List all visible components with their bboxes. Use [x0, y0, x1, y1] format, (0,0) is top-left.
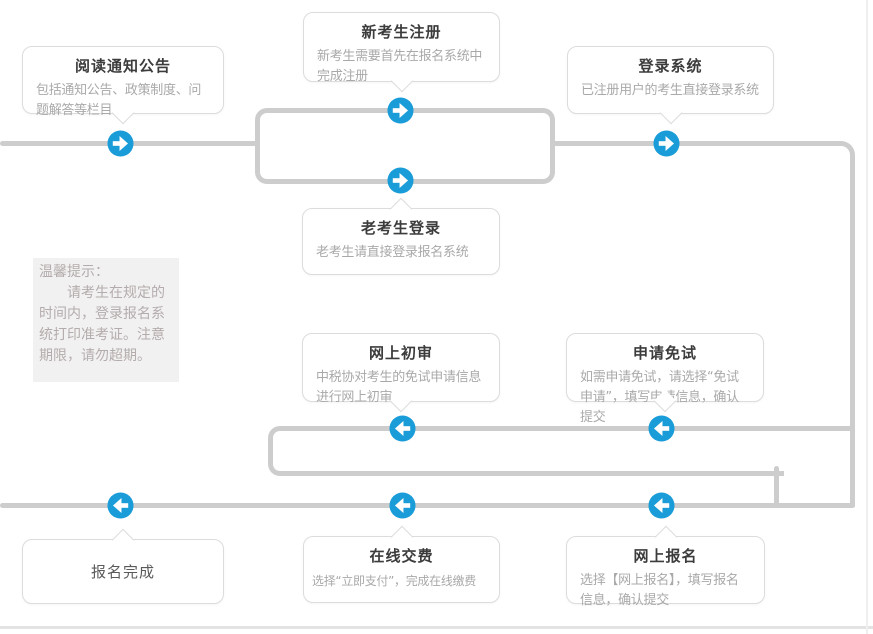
box-desc: 选择【网上报名】，填写报名信息，确认提交: [580, 573, 739, 608]
flow-box-login-system: 登录系统 已注册用户的考生直接登录系统: [567, 46, 774, 125]
connector-loop-drop: [774, 466, 779, 506]
arrow-left-icon: [648, 492, 675, 519]
flow-box-old-login: 老考生登录 老考生请直接登录报名系统: [302, 197, 500, 275]
box-title: 阅读通知公告: [74, 57, 171, 75]
pointer-up: [111, 528, 135, 552]
box-desc: 选择“立即支付”，完成在线缴费: [312, 574, 476, 588]
pointer-down: [659, 101, 682, 125]
box-desc: 已注册用户的考生直接登录系统: [581, 83, 759, 98]
box-desc: 中税协对考生的免试申请信息进行网上初审: [316, 370, 482, 405]
box-title: 老考生登录: [360, 219, 441, 237]
tip-note: 温馨提示： 请考生在规定的时间内，登录报名系统打印准考证。注意期限，请勿超期。: [33, 258, 179, 382]
connector-loop-top-extension: [779, 426, 853, 431]
arrow-right-icon: [387, 167, 414, 194]
tip-body: 请考生在规定的时间内，登录报名系统打印准考证。注意期限，请勿超期。: [39, 285, 165, 364]
arrow-left-icon: [648, 415, 675, 442]
box-desc: 新考生需要首先在报名系统中完成注册: [317, 49, 483, 84]
box-title: 报名完成: [90, 563, 155, 581]
page-edge-divider: [866, 0, 868, 634]
box-title: 网上初审: [368, 344, 433, 362]
box-title: 网上报名: [633, 547, 698, 565]
box-title: 在线交费: [369, 547, 434, 565]
flow-box-apply-exemption: 申请免试 如需申请免试，请选择“免试申请”，填写申请信息，确认提交: [566, 333, 764, 425]
tip-heading: 温馨提示：: [39, 264, 109, 280]
connector-bottom-line: [0, 503, 855, 508]
box-title: 申请免试: [632, 344, 697, 362]
connector-review-loop: [268, 426, 784, 476]
footer-divider: [0, 626, 873, 629]
arrow-right-icon: [653, 130, 680, 157]
flow-box-online-review: 网上初审 中税协对考生的免试申请信息进行网上初审: [302, 333, 500, 413]
box-title: 新考生注册: [361, 23, 442, 41]
box-desc: 包括通知公告、政策制度、问题解答等栏目: [36, 83, 202, 118]
flow-box-online-payment: 在线交费 选择“立即支付”，完成在线缴费: [303, 525, 500, 603]
arrow-right-icon: [107, 130, 134, 157]
flow-box-online-register: 网上报名 选择【网上报名】，填写报名信息，确认提交: [566, 525, 765, 608]
arrow-left-icon: [389, 415, 416, 442]
box-desc: 老考生请直接登录报名系统: [316, 245, 469, 260]
arrow-left-icon: [389, 492, 416, 519]
connector-right-path: [552, 141, 855, 507]
flow-box-register-done: 报名完成: [22, 528, 224, 604]
flow-box-read-notice: 阅读通知公告 包括通知公告、政策制度、问题解答等栏目: [22, 46, 224, 125]
flow-box-new-register: 新考生注册 新考生需要首先在报名系统中完成注册: [303, 12, 500, 93]
arrow-left-icon: [107, 492, 134, 519]
arrow-right-icon: [387, 97, 414, 124]
box-title: 登录系统: [638, 57, 703, 75]
